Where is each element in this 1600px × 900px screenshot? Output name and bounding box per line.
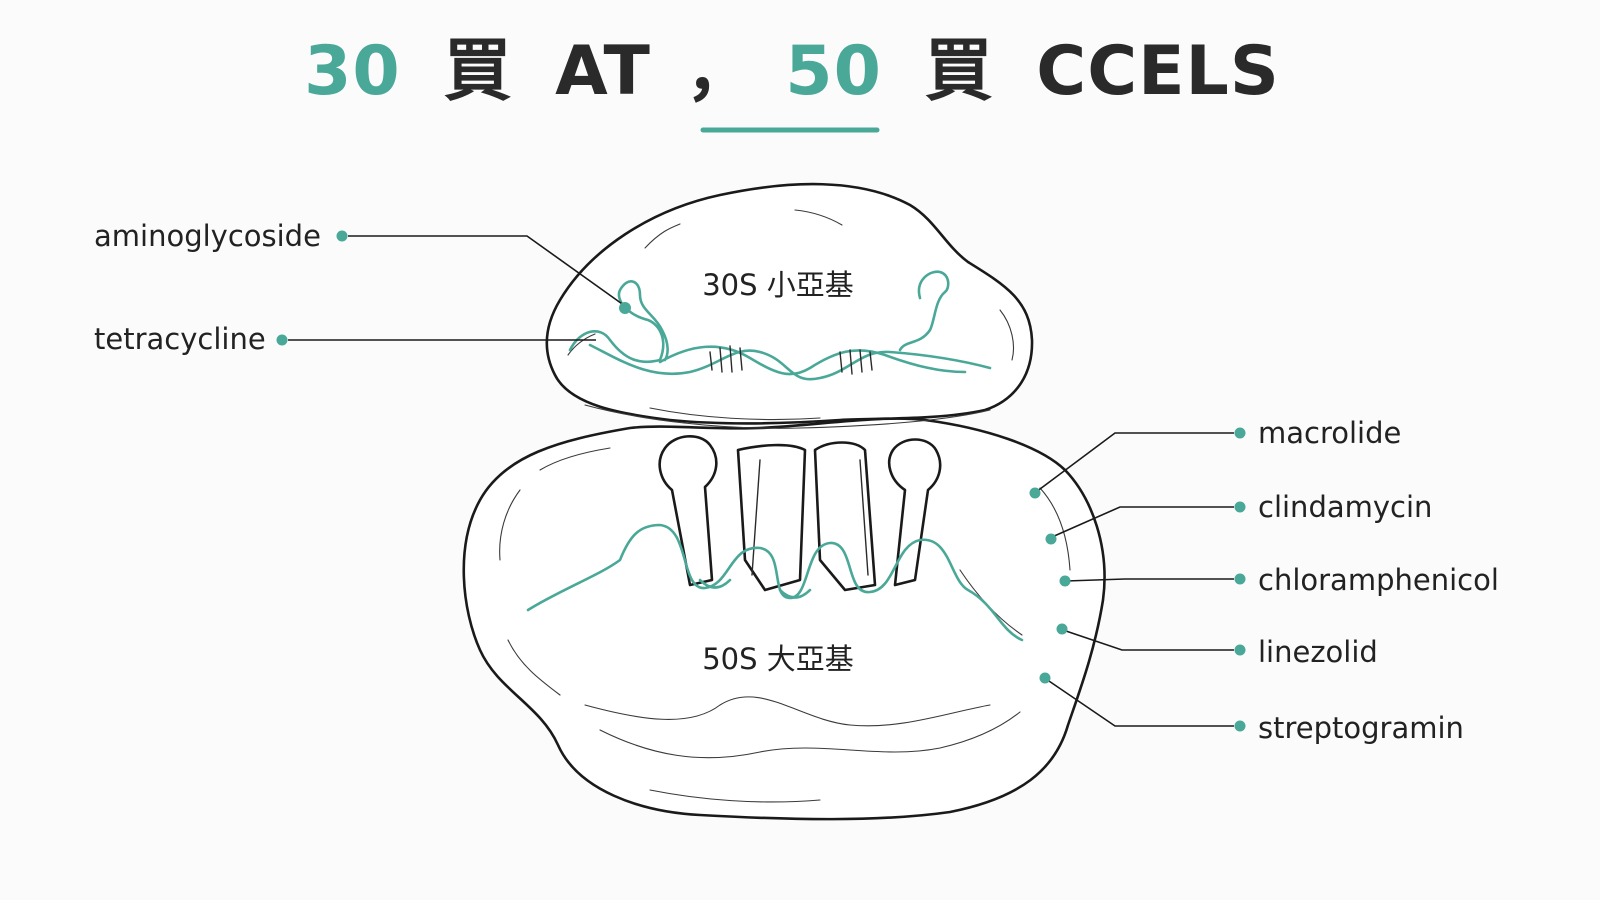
stalk-mid-left (736, 443, 807, 592)
title-separator: ， (686, 32, 755, 111)
dot-tetracycline-label (276, 334, 288, 346)
dot-linezolid-target (1056, 623, 1068, 635)
small-shade-4 (567, 333, 596, 356)
large-shade-3 (1039, 487, 1071, 571)
large-shade-5 (584, 696, 991, 727)
large-shade-1 (499, 489, 521, 561)
label-macrolide: macrolide (1258, 416, 1401, 450)
stalk-mid-right (813, 441, 877, 592)
small-shade-3 (999, 309, 1015, 361)
small-shade-1 (644, 223, 681, 249)
dot-chloramphenicol-target (1059, 575, 1071, 587)
large-rrna-strand-2 (698, 578, 812, 599)
small-subunit-outline (545, 182, 1034, 425)
leader-linezolid (1062, 629, 1234, 651)
dot-aminoglycoside-label (336, 230, 348, 242)
leader-streptogramin (1045, 678, 1234, 727)
large-subunit-label: 50S 大亞基 (702, 642, 854, 676)
small-subunit-label: 30S 小亞基 (702, 268, 854, 302)
label-aminoglycoside: aminoglycoside (94, 219, 321, 253)
large-shade-2 (539, 447, 611, 471)
title-at: AT (555, 32, 651, 111)
helix-rungs-2 (839, 349, 873, 375)
dot-macrolide-target (1029, 487, 1041, 499)
large-shade-6 (599, 711, 1021, 759)
stalk-inner-line-2 (859, 459, 869, 576)
label-tetracycline: tetracycline (94, 322, 266, 356)
stalk-inner-line-1 (751, 459, 761, 576)
title-number-30: 30 (304, 32, 401, 111)
small-rim-2 (649, 407, 821, 421)
label-streptogramin: streptogramin (1258, 711, 1464, 745)
large-shade-7 (649, 789, 821, 803)
mrna-strand-1 (588, 343, 992, 381)
small-subunit: 30S 小亞基 (545, 182, 1034, 429)
leader-aminoglycoside (348, 235, 626, 307)
dot-chloramphenicol-label (1234, 573, 1246, 585)
stalk-right (888, 438, 942, 587)
small-rrna-right-loop (898, 270, 950, 352)
large-subunit: 50S 大亞基 (462, 417, 1106, 821)
trna-stalks (658, 435, 942, 592)
label-linezolid: linezolid (1258, 635, 1378, 669)
right-labels: macrolide clindamycin chloramphenicol li… (1029, 416, 1499, 745)
title-char-1: 買 (443, 32, 512, 111)
small-rim-1 (584, 404, 991, 429)
stalk-left (658, 435, 718, 587)
small-shade-2 (794, 209, 843, 226)
dot-linezolid-label (1234, 644, 1246, 656)
leader-macrolide (1035, 432, 1234, 493)
label-clindamycin: clindamycin (1258, 490, 1432, 524)
leader-chloramphenicol (1065, 578, 1234, 582)
dot-streptogramin-target (1039, 672, 1051, 684)
dot-aminoglycoside-target (619, 302, 631, 314)
title-text: 30 買 AT ， 50 買 CCELS (304, 32, 1280, 111)
dot-clindamycin-target (1045, 533, 1057, 545)
helix-rungs-1 (709, 345, 743, 373)
title-number-50: 50 (785, 32, 882, 111)
title-ccels: CCELS (1036, 32, 1280, 111)
title-char-2: 買 (925, 32, 994, 111)
left-labels: aminoglycoside tetracycline (94, 219, 631, 356)
dot-streptogramin-label (1234, 720, 1246, 732)
large-subunit-outline (462, 417, 1106, 821)
large-shade-4 (507, 639, 561, 696)
mrna-strand-2 (658, 345, 967, 376)
dot-macrolide-label (1234, 427, 1246, 439)
dot-clindamycin-label (1234, 501, 1246, 513)
leader-clindamycin (1051, 506, 1234, 538)
label-chloramphenicol: chloramphenicol (1258, 563, 1499, 597)
title: 30 買 AT ， 50 買 CCELS (304, 32, 1280, 133)
